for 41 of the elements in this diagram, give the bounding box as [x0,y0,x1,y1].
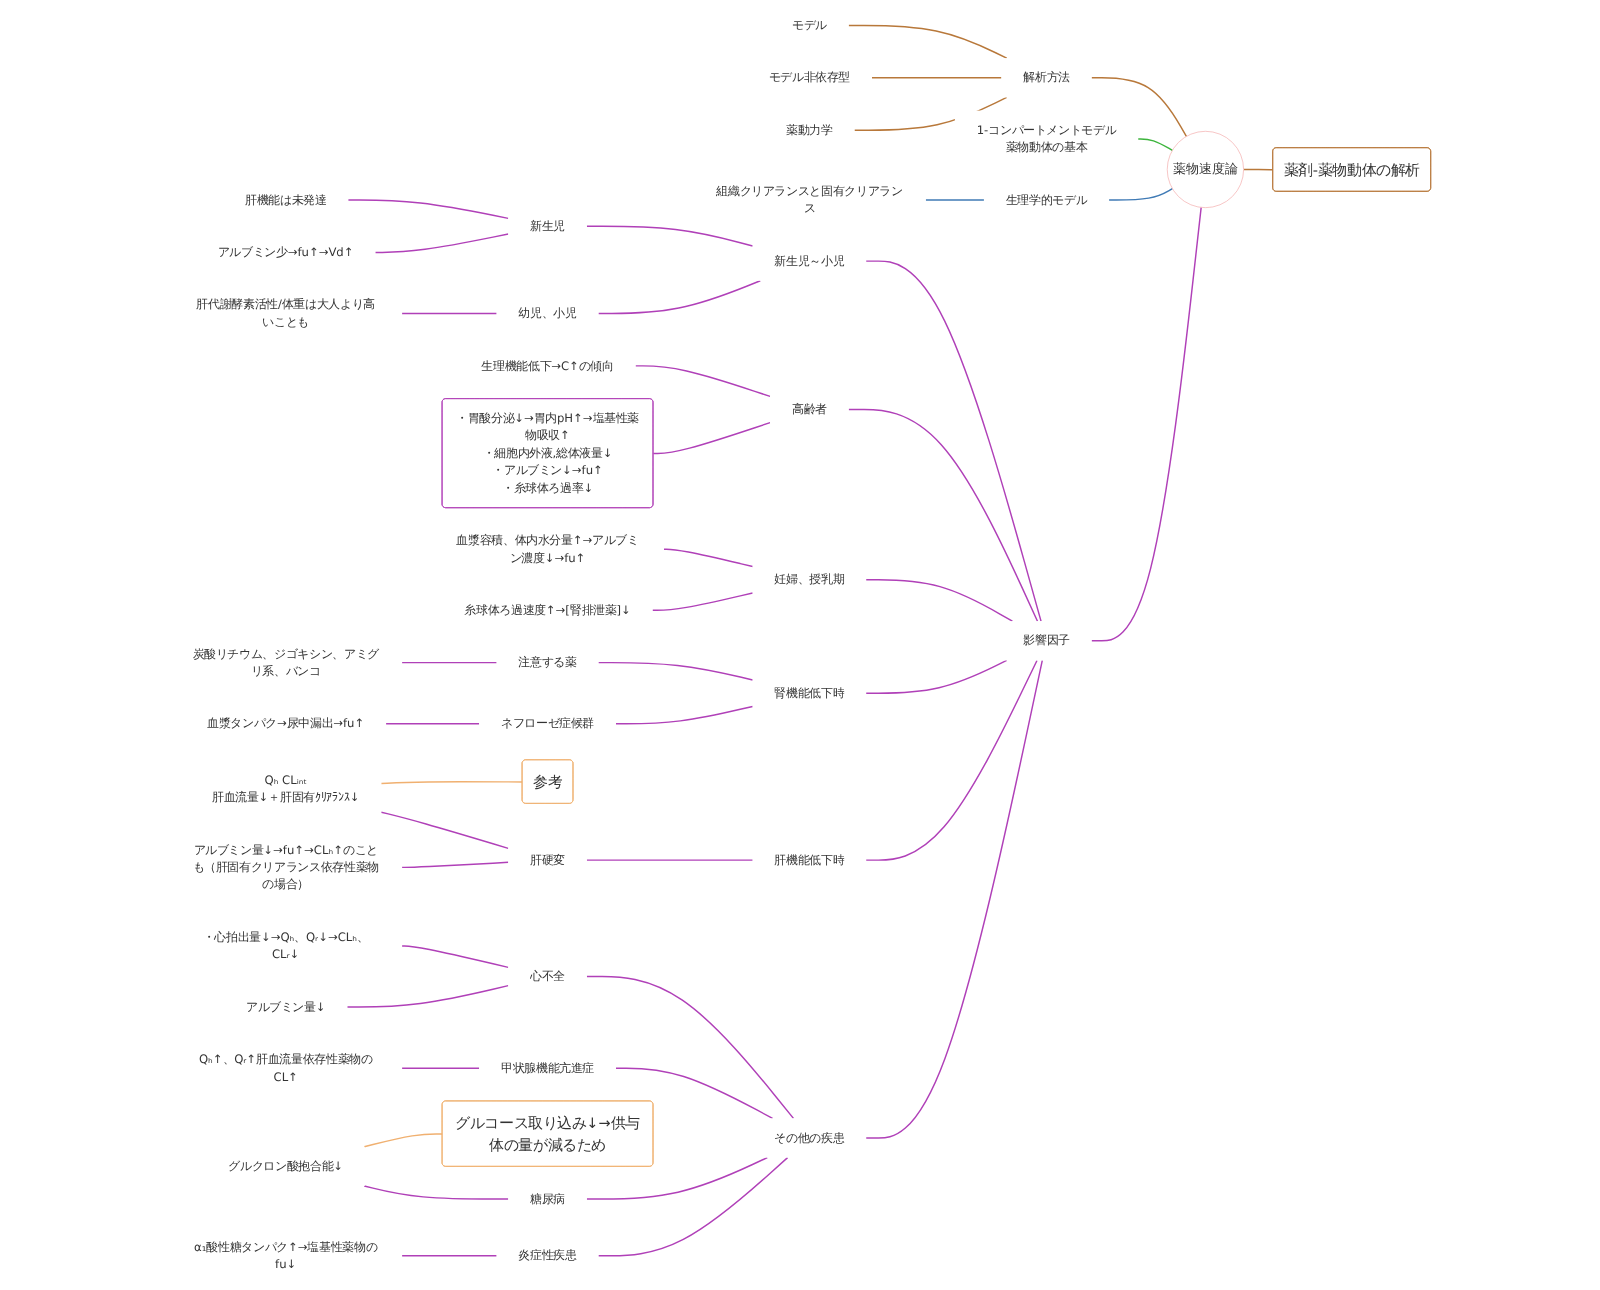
connector [651,592,754,611]
connector [586,859,754,861]
connector [865,579,1014,622]
connector [597,661,754,681]
connector [586,225,754,247]
connector [847,408,1039,622]
connector [586,975,795,1120]
connector [401,1255,498,1257]
connector [1090,77,1188,138]
connector [865,260,1042,622]
connector [847,24,1008,59]
connector [1137,138,1174,152]
connector [865,659,1038,861]
connector [363,1133,444,1148]
connector [401,1067,480,1069]
connector [597,1156,789,1257]
connector [865,659,1044,1139]
connector [925,199,985,201]
connector [347,199,509,220]
connector [663,548,754,568]
connector [634,365,771,398]
connector [1242,168,1274,171]
connector [363,1185,509,1200]
connector [865,659,1008,694]
connector [597,280,762,315]
connector [652,421,771,455]
connector [401,661,498,664]
connector [346,984,509,1008]
connector [1090,206,1202,642]
connector [380,811,509,850]
connector [615,705,754,725]
connector [401,861,509,869]
connector [374,233,509,254]
connector [385,723,480,725]
connector [871,77,1003,79]
connector [586,1156,769,1200]
connector [1108,187,1174,201]
connector [401,312,498,315]
connector [615,1067,774,1120]
connector [380,781,524,785]
connector [401,945,509,969]
